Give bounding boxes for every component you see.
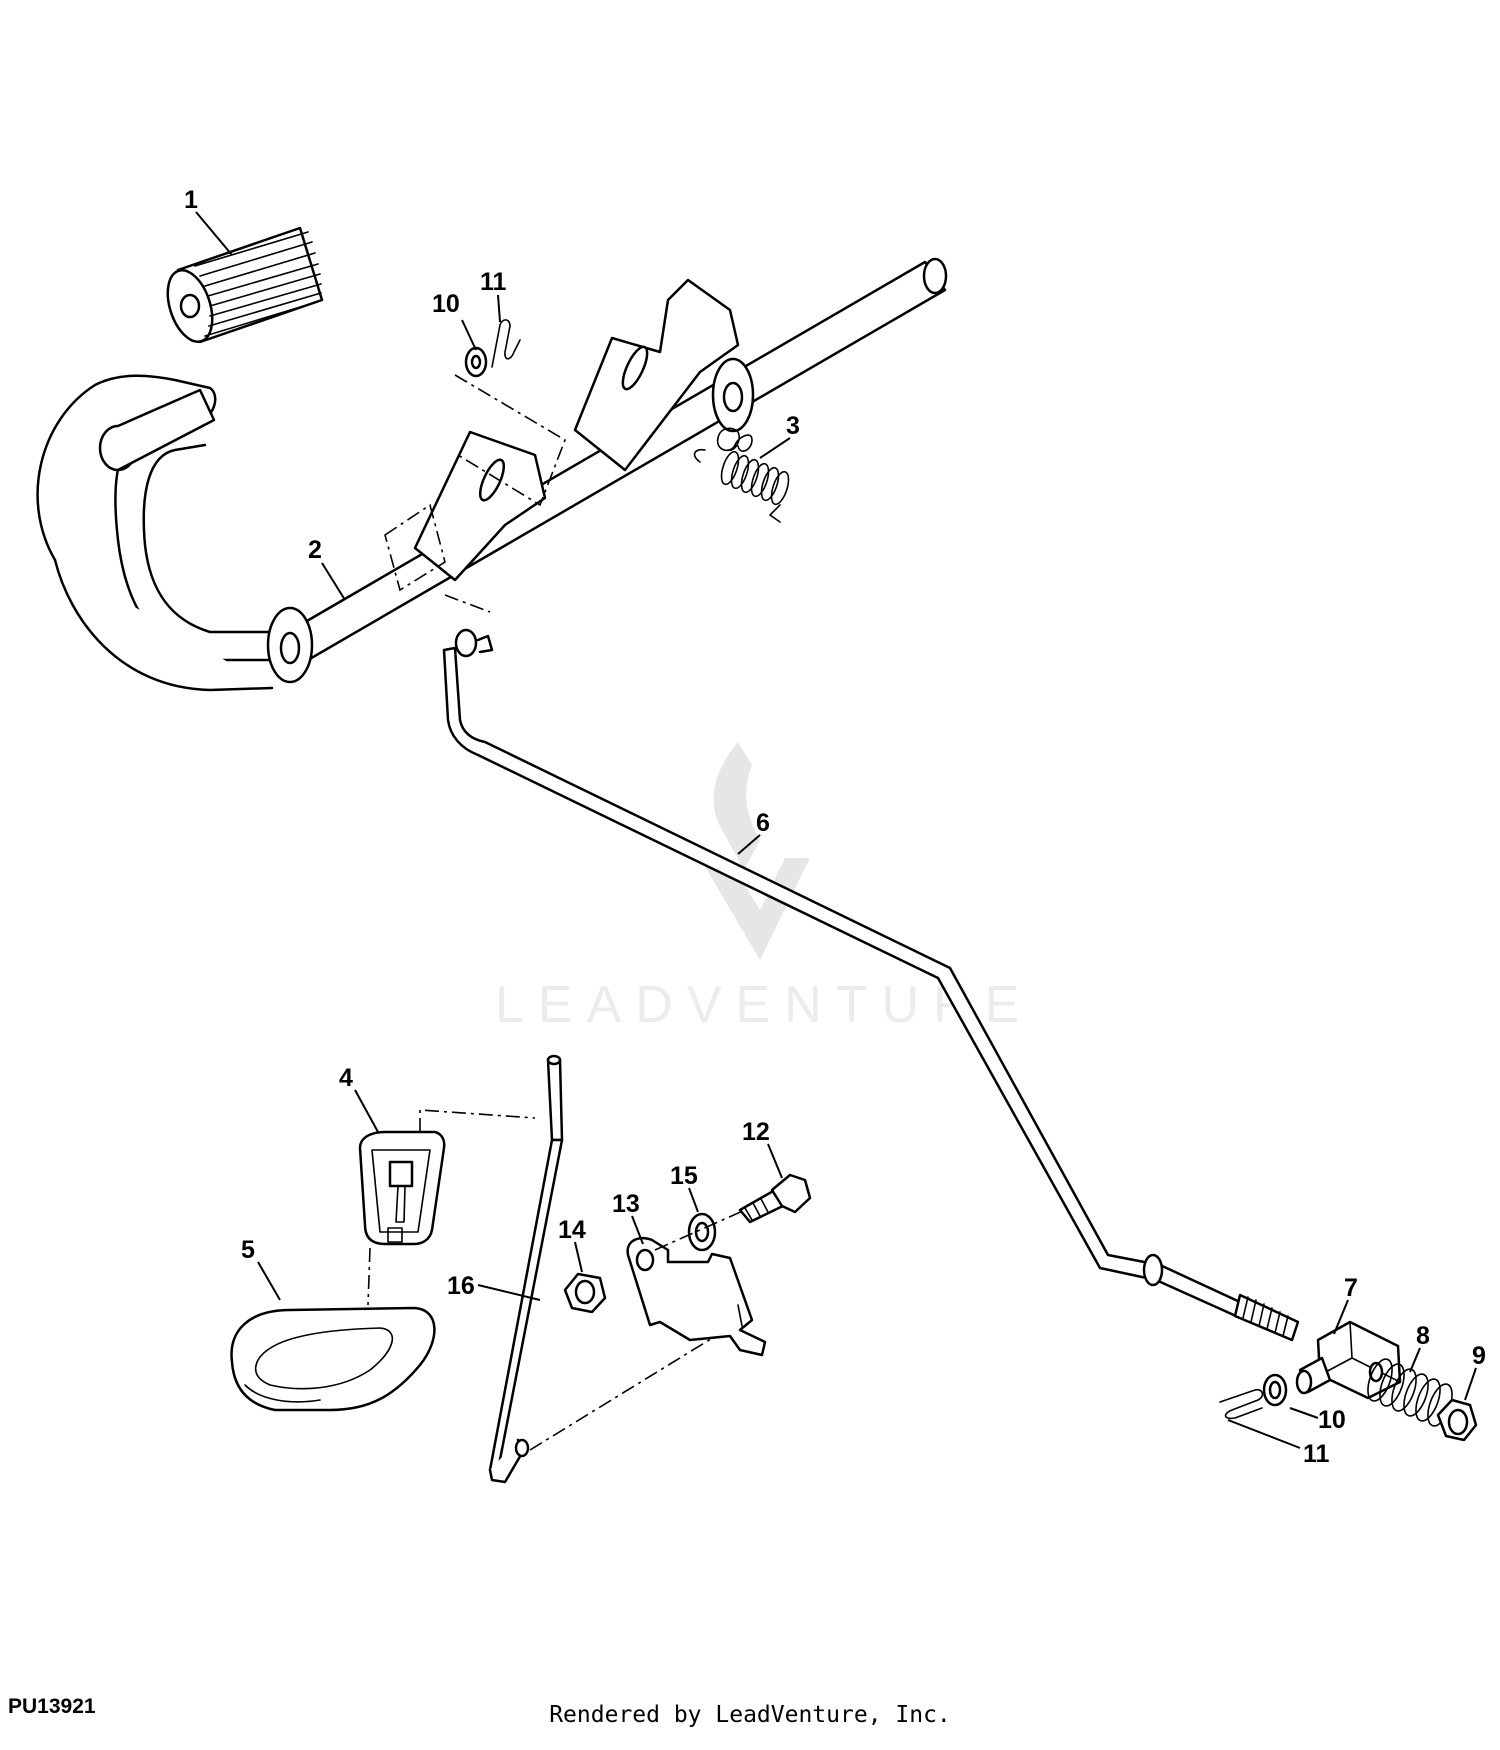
part-10-washer-bottom (1262, 1373, 1288, 1407)
part-2-pedal-shaft (36, 257, 948, 692)
part-7-trunnion (1295, 1320, 1402, 1400)
part-12-bolt (654, 1173, 812, 1251)
callout-7: 7 (1344, 1274, 1358, 1302)
callout-9: 9 (1472, 1342, 1486, 1370)
part-5-pedal-pad (230, 1306, 436, 1412)
callout-14: 14 (558, 1216, 586, 1244)
callout-6: 6 (756, 809, 770, 837)
part-13-bracket (626, 1236, 767, 1357)
callout-15: 15 (670, 1162, 698, 1190)
callout-13: 13 (612, 1190, 640, 1218)
callout-11-bottom: 11 (1303, 1440, 1330, 1468)
callout-4: 4 (339, 1064, 353, 1092)
part-8-spring (1367, 1358, 1453, 1427)
callout-2: 2 (308, 536, 322, 564)
part-4-pedal-carrier (358, 1109, 536, 1306)
part-9-nut (1436, 1398, 1478, 1442)
part-1-grip (166, 226, 324, 344)
leader-lines (195, 211, 1477, 1449)
callout-1: 1 (184, 186, 198, 214)
alignment-lines-upper (384, 374, 566, 613)
part-14-nut (563, 1272, 607, 1314)
callout-16: 16 (447, 1272, 475, 1300)
figure-id: PU13921 (8, 1695, 96, 1718)
part-11-clip-bottom (1219, 1388, 1264, 1420)
part-16-link-rod (488, 1054, 746, 1484)
part-11-clip-top (491, 319, 521, 368)
watermark-text: LEADVENTURE (495, 976, 1033, 1034)
part-6-rod (442, 628, 1300, 1342)
callout-12: 12 (742, 1118, 770, 1146)
part-10-washer-top (464, 346, 488, 378)
callout-10-top: 10 (432, 290, 460, 318)
callout-8: 8 (1416, 1322, 1430, 1350)
callout-10-bottom: 10 (1318, 1406, 1346, 1434)
footer-credit: Rendered by LeadVenture, Inc. (549, 1702, 951, 1728)
callout-11-top: 11 (480, 268, 507, 296)
callout-3: 3 (786, 412, 800, 440)
part-15-washer (687, 1212, 717, 1252)
part-3-spring (693, 427, 790, 523)
watermark-logo (700, 742, 810, 960)
callout-5: 5 (241, 1236, 255, 1264)
